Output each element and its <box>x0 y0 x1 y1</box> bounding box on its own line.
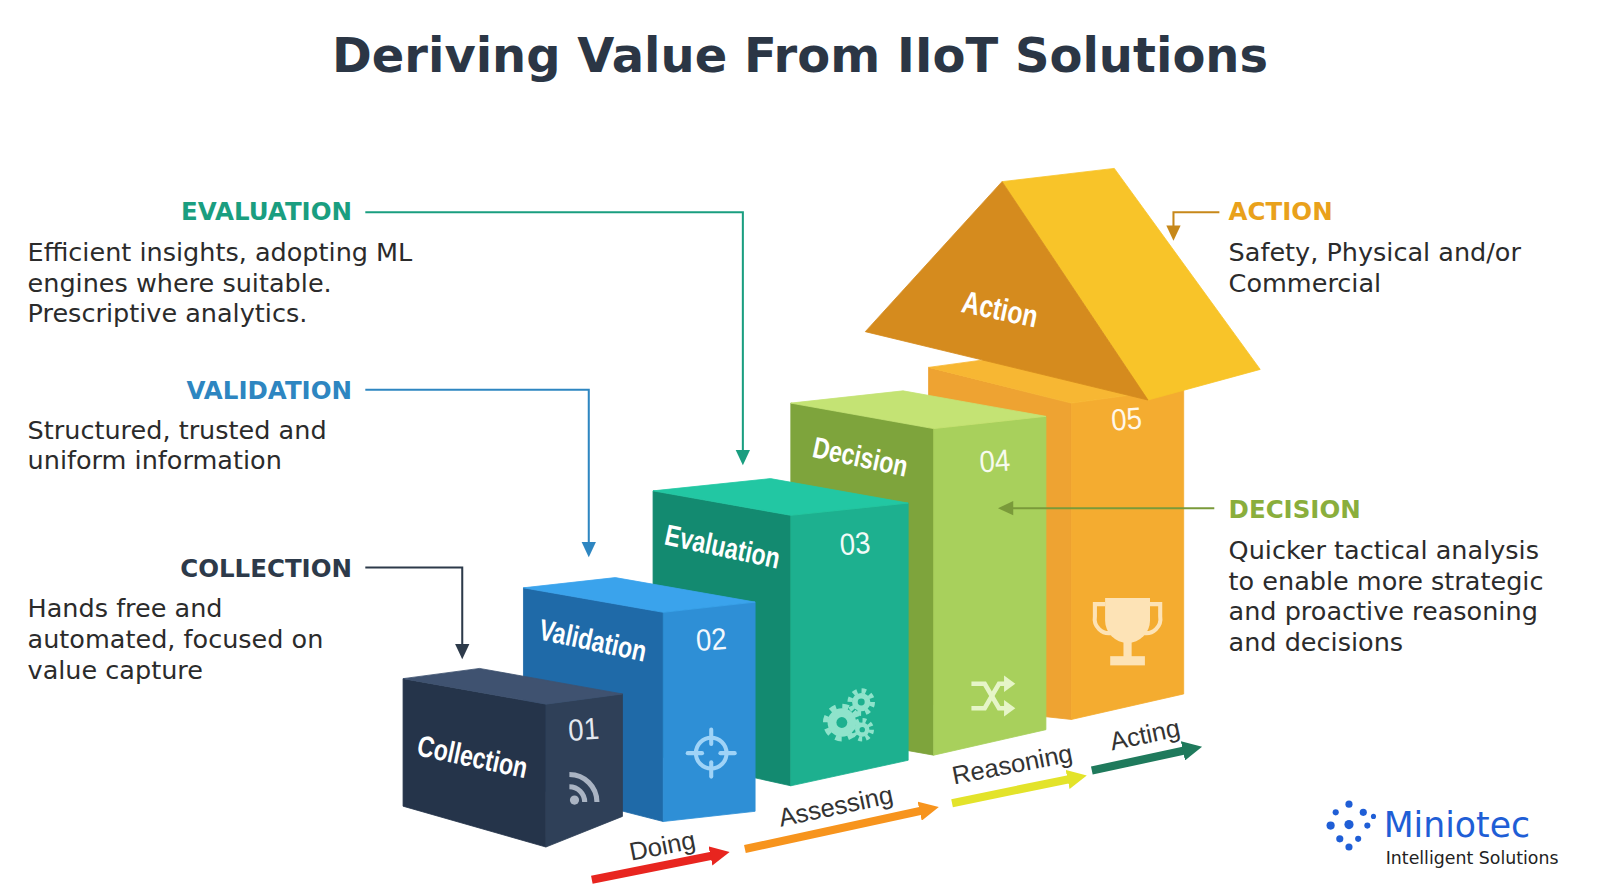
step-number: 03 <box>839 528 872 561</box>
callout-text: Efficient insights, adopting ML engines … <box>28 238 457 330</box>
stage-block: Collection01 <box>403 668 622 847</box>
step-number: 05 <box>1110 403 1143 436</box>
block-right-face <box>546 694 623 847</box>
step-icon <box>569 775 597 805</box>
leader-line <box>1173 212 1219 227</box>
callout-text: Hands free and automated, focused on val… <box>28 594 365 686</box>
block-right-face <box>663 602 755 821</box>
logo-name: Miniotec <box>1384 806 1530 843</box>
step-icon <box>971 676 1015 717</box>
leader-line <box>365 567 462 646</box>
block-left-face <box>653 491 791 786</box>
step-number: 01 <box>567 713 600 746</box>
block-left-face <box>523 588 663 822</box>
callout-heading: EVALUATION <box>102 197 352 228</box>
callout-heading: COLLECTION <box>102 553 352 584</box>
step-number: 04 <box>979 445 1012 478</box>
leader-arrowhead <box>582 542 596 557</box>
block-left-face <box>929 367 1072 719</box>
step-icon <box>1095 598 1161 665</box>
callout-heading: VALIDATION <box>102 376 352 407</box>
block-right-face <box>791 503 908 786</box>
stage-label: Assessing <box>776 782 895 831</box>
arrowhead-front-face <box>865 182 1148 400</box>
step-number: 02 <box>695 624 728 657</box>
callout-text: Safety, Physical and/or Commercial <box>1229 238 1581 299</box>
step-icon <box>688 730 735 777</box>
step-icon <box>826 691 873 739</box>
callout-heading: ACTION <box>1229 197 1535 228</box>
block-left-face <box>403 679 546 847</box>
stage-arrow <box>1092 750 1187 770</box>
leader-arrowhead <box>736 450 750 465</box>
leader-line <box>365 212 743 452</box>
callout-heading: DECISION <box>1229 495 1535 526</box>
block-left-face <box>791 403 934 755</box>
callout-text: Structured, trusted and uniform informat… <box>28 415 375 476</box>
block-right-face <box>1071 388 1183 720</box>
stage-label: Doing <box>627 827 697 865</box>
leader-line <box>365 390 588 544</box>
block-right-face <box>934 416 1046 755</box>
stage-label: Acting <box>1108 715 1183 755</box>
logo-icon <box>1327 801 1376 851</box>
leader-arrowhead <box>1166 226 1180 241</box>
logo-tagline: Intelligent Solutions <box>1386 848 1559 868</box>
diagram-title: Deriving Value From IIoT Solutions <box>0 28 1600 85</box>
leader-arrowhead <box>455 644 469 659</box>
callout-text: Quicker tactical analysis to enable more… <box>1229 536 1561 658</box>
